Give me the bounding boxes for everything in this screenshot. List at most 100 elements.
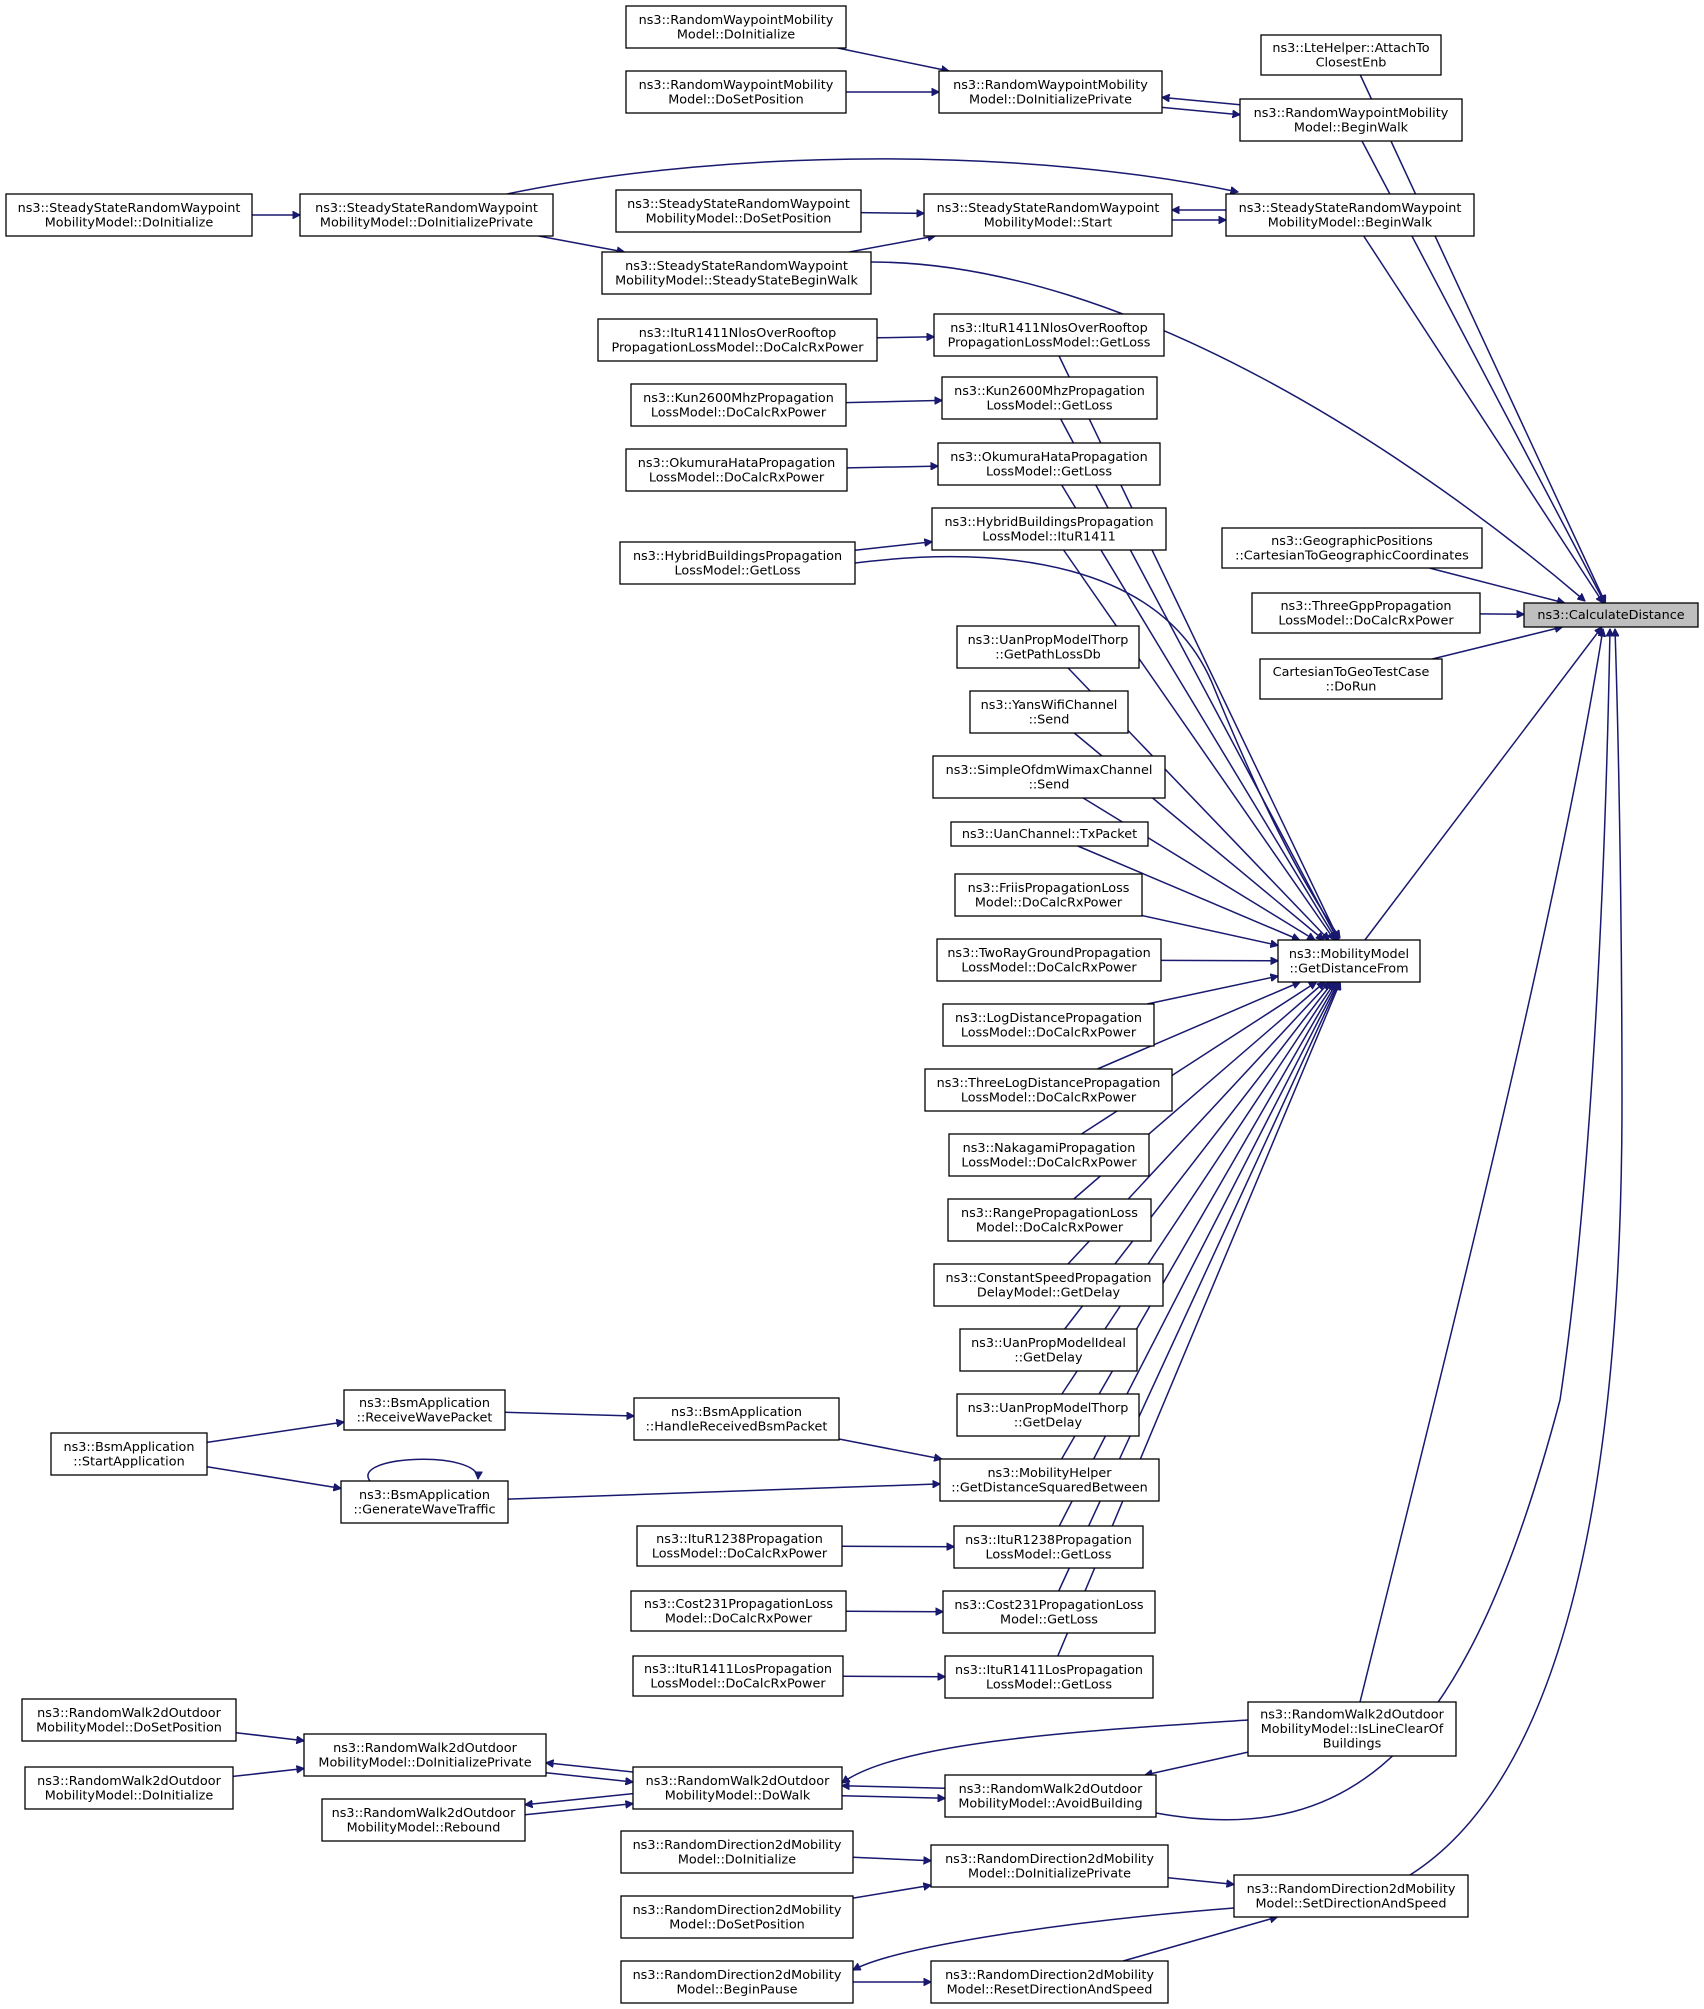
node-threegpp[interactable]: ns3::ThreeGppPropagationLossModel::DoCal… <box>1251 592 1481 634</box>
edge-bsm_start-to-bsm_gen <box>206 1465 341 1489</box>
node-rw2d_setpos[interactable]: ns3::RandomWalk2dOutdoorMobilityModel::D… <box>21 1698 237 1742</box>
node-rd2d_pause[interactable]: ns3::RandomDirection2dMobilityModel::Beg… <box>620 1960 854 2004</box>
node-constspeed[interactable]: ns3::ConstantSpeedPropagationDelayModel:… <box>933 1263 1164 1307</box>
node-rwp_setpos[interactable]: ns3::RandomWaypointMobilityModel::DoSetP… <box>625 70 847 114</box>
node-rd2d_init[interactable]: ns3::RandomDirection2dMobilityModel::DoI… <box>620 1830 854 1874</box>
node-label-line: ns3::YansWifiChannel <box>981 698 1118 713</box>
node-bsm_gen[interactable]: ns3::BsmApplication::GenerateWaveTraffic <box>340 1480 509 1524</box>
node-box <box>630 383 847 427</box>
node-hyb_get[interactable]: ns3::HybridBuildingsPropagationLossModel… <box>619 541 856 585</box>
node-oku_get[interactable]: ns3::OkumuraHataPropagationLossModel::Ge… <box>937 442 1161 486</box>
edge-itu1411nlos_calc-to-itu1411nlos_get <box>876 337 934 338</box>
node-ss_ssbeginwalk[interactable]: ns3::SteadyStateRandomWaypointMobilityMo… <box>601 251 872 295</box>
node-label-line: Model::DoSetPosition <box>669 1917 805 1932</box>
node-rw2d_dowalk[interactable]: ns3::RandomWalk2dOutdoorMobilityModel::D… <box>632 1766 843 1810</box>
node-cost231_get[interactable]: ns3::Cost231PropagationLossModel::GetLos… <box>942 1590 1156 1634</box>
node-ss_beginwalk[interactable]: ns3::SteadyStateRandomWaypointMobilityMo… <box>1225 193 1475 237</box>
node-mobhelper[interactable]: ns3::MobilityHelper::GetDistanceSquaredB… <box>939 1458 1160 1502</box>
node-logdist[interactable]: ns3::LogDistancePropagationLossModel::Do… <box>942 1003 1155 1047</box>
node-rw2d_rebound[interactable]: ns3::RandomWalk2dOutdoorMobilityModel::R… <box>321 1798 526 1842</box>
edge-hyb_get-to-mob_getdist <box>854 556 1340 938</box>
node-rd2d_setdir[interactable]: ns3::RandomDirection2dMobilityModel::Set… <box>1233 1874 1469 1918</box>
node-geo_cart[interactable]: ns3::GeographicPositions::CartesianToGeo… <box>1221 527 1483 569</box>
node-label-line: LossModel::GetLoss <box>987 398 1113 413</box>
node-ss_initpriv[interactable]: ns3::SteadyStateRandomWaypointMobilityMo… <box>299 193 554 237</box>
node-oku_calc[interactable]: ns3::OkumuraHataPropagationLossModel::Do… <box>625 448 848 492</box>
node-itu1238_get[interactable]: ns3::ItuR1238PropagationLossModel::GetLo… <box>953 1525 1144 1569</box>
node-cart_test[interactable]: CartesianToGeoTestCase::DoRun <box>1259 658 1443 700</box>
node-label-line: ns3::RandomWalk2dOutdoor <box>333 1741 517 1756</box>
node-label-line: ::GetDistanceSquaredBetween <box>951 1480 1148 1495</box>
node-friis[interactable]: ns3::FriisPropagationLossModel::DoCalcRx… <box>954 873 1143 917</box>
node-calcdist[interactable]: ns3::CalculateDistance <box>1523 602 1699 628</box>
node-box <box>1225 193 1475 237</box>
edge-bsm_start-to-bsm_recv <box>206 1422 344 1444</box>
node-label-line: ns3::ConstantSpeedPropagation <box>946 1271 1152 1286</box>
node-box <box>959 1328 1138 1372</box>
node-rd2d_initpriv[interactable]: ns3::RandomDirection2dMobilityModel::DoI… <box>930 1844 1169 1888</box>
node-rw2d_initpriv[interactable]: ns3::RandomWalk2dOutdoorMobilityModel::D… <box>303 1733 547 1777</box>
edge-rw2d_initpriv-to-rw2d_dowalk <box>545 1772 633 1782</box>
node-rw2d_avoid[interactable]: ns3::RandomWalk2dOutdoorMobilityModel::A… <box>944 1774 1157 1818</box>
node-ss_setpos[interactable]: ns3::SteadyStateRandomWaypointMobilityMo… <box>615 189 862 233</box>
edge-ltehelper-to-calcdist <box>1359 74 1605 603</box>
node-box <box>953 1525 1144 1569</box>
node-yans_send[interactable]: ns3::YansWifiChannel::Send <box>969 690 1129 734</box>
edge-rwp_beginwalk-to-rwp_initpriv <box>1162 97 1241 106</box>
node-rd2d_setpos[interactable]: ns3::RandomDirection2dMobilityModel::DoS… <box>620 1895 854 1939</box>
node-box <box>620 1960 854 2004</box>
node-kun_calc[interactable]: ns3::Kun2600MhzPropagationLossModel::DoC… <box>630 383 847 427</box>
node-box <box>620 1895 854 1939</box>
node-rwp_beginwalk[interactable]: ns3::RandomWaypointMobilityModel::BeginW… <box>1239 98 1463 142</box>
node-label-line: MobilityModel::DoInitialize <box>45 215 214 230</box>
node-label-line: ::HandleReceivedBsmPacket <box>646 1419 828 1434</box>
node-label-line: ns3::ThreeLogDistancePropagation <box>937 1076 1161 1091</box>
node-label-line: LossModel::DoCalcRxPower <box>652 1546 828 1561</box>
node-itu1411los_get[interactable]: ns3::ItuR1411LosPropagationLossModel::Ge… <box>944 1655 1154 1699</box>
node-ss_init[interactable]: ns3::SteadyStateRandomWaypointMobilityMo… <box>5 193 253 237</box>
edge-rd2d_init-to-rd2d_initpriv <box>852 1857 931 1861</box>
node-rwp_init[interactable]: ns3::RandomWaypointMobilityModel::DoInit… <box>625 5 847 49</box>
node-bsm_recv[interactable]: ns3::BsmApplication::ReceiveWavePacket <box>343 1389 506 1431</box>
node-nakagami[interactable]: ns3::NakagamiPropagationLossModel::DoCal… <box>948 1133 1150 1177</box>
node-uan_ideal[interactable]: ns3::UanPropModelIdeal::GetDelay <box>959 1328 1138 1372</box>
edge-rw2d_dowalk-to-rw2d_initpriv <box>546 1763 634 1773</box>
node-rd2d_reset[interactable]: ns3::RandomDirection2dMobilityModel::Res… <box>930 1960 1169 2004</box>
node-uan_thorp_pl[interactable]: ns3::UanPropModelThorp::GetPathLossDb <box>956 625 1140 669</box>
edge-oku_calc-to-oku_get <box>846 466 938 468</box>
node-ofdm_send[interactable]: ns3::SimpleOfdmWimaxChannel::Send <box>932 755 1166 799</box>
node-hyb_itu[interactable]: ns3::HybridBuildingsPropagationLossModel… <box>931 507 1167 551</box>
edge-ss_beginwalk-to-calcdist <box>1363 235 1604 603</box>
node-threelog[interactable]: ns3::ThreeLogDistancePropagationLossMode… <box>924 1068 1173 1112</box>
node-uan_thorp_delay[interactable]: ns3::UanPropModelThorp::GetDelay <box>956 1393 1140 1437</box>
node-rwp_initpriv[interactable]: ns3::RandomWaypointMobilityModel::DoInit… <box>938 70 1163 114</box>
edge-kun_calc-to-kun_get <box>845 400 942 402</box>
node-bsm_handle[interactable]: ns3::BsmApplication::HandleReceivedBsmPa… <box>633 1397 840 1441</box>
node-mob_getdist[interactable]: ns3::MobilityModel::GetDistanceFrom <box>1277 939 1421 983</box>
node-label-line: ns3::OkumuraHataPropagation <box>950 450 1148 465</box>
edge-rw2d_lineclear-to-rw2d_avoid <box>1145 1751 1249 1775</box>
edge-cart_test-to-calcdist <box>1432 627 1562 660</box>
node-label-line: ns3::UanPropModelIdeal <box>971 1336 1126 1351</box>
node-label-line: ns3::CalculateDistance <box>1537 608 1684 623</box>
node-itu1411los_calc[interactable]: ns3::ItuR1411LosPropagationLossModel::Do… <box>632 1655 844 1697</box>
node-cost231_calc[interactable]: ns3::Cost231PropagationLossModel::DoCalc… <box>630 1590 847 1632</box>
node-label-line: Model::DoInitialize <box>678 1852 796 1867</box>
node-itu1238_calc[interactable]: ns3::ItuR1238PropagationLossModel::DoCal… <box>636 1525 843 1567</box>
node-tworay[interactable]: ns3::TwoRayGroundPropagationLossModel::D… <box>936 938 1162 982</box>
node-rw2d_lineclear[interactable]: ns3::RandomWalk2dOutdoorMobilityModel::I… <box>1247 1701 1457 1757</box>
node-rw2d_init[interactable]: ns3::RandomWalk2dOutdoorMobilityModel::D… <box>24 1766 234 1810</box>
node-ss_start[interactable]: ns3::SteadyStateRandomWaypointMobilityMo… <box>923 193 1173 237</box>
node-box <box>1523 602 1699 628</box>
node-bsm_start[interactable]: ns3::BsmApplication::StartApplication <box>50 1432 208 1476</box>
node-uan_tx[interactable]: ns3::UanChannel::TxPacket <box>950 821 1149 847</box>
node-label-line: ns3::HybridBuildingsPropagation <box>944 515 1153 530</box>
node-label-line: LossModel::DoCalcRxPower <box>961 960 1137 975</box>
node-range[interactable]: ns3::RangePropagationLossModel::DoCalcRx… <box>947 1198 1152 1242</box>
node-kun_get[interactable]: ns3::Kun2600MhzPropagationLossModel::Get… <box>941 376 1158 420</box>
node-box <box>1233 1874 1469 1918</box>
node-label-line: ::GetDelay <box>1014 1350 1083 1365</box>
node-itu1411nlos_calc[interactable]: ns3::ItuR1411NlosOverRooftopPropagationL… <box>597 318 878 362</box>
node-itu1411nlos_get[interactable]: ns3::ItuR1411NlosOverRooftopPropagationL… <box>933 313 1165 357</box>
